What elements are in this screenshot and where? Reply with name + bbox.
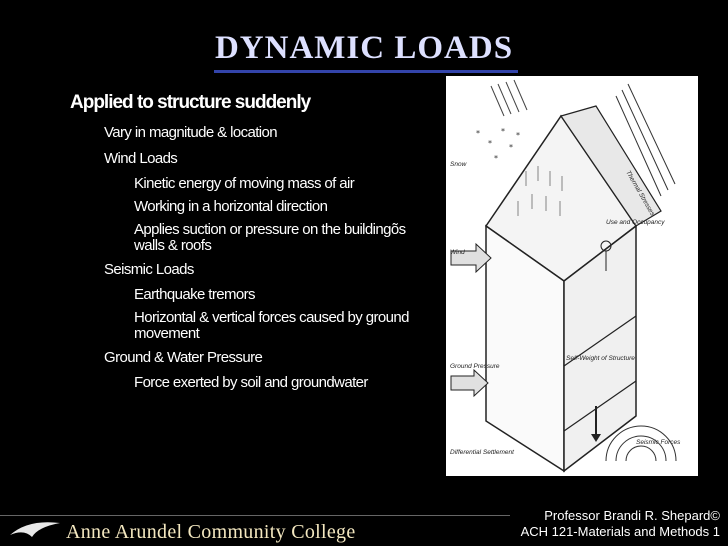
slide-title: DYNAMIC LOADS <box>214 30 514 66</box>
bullet-item: Vary in magnitude & location <box>104 124 278 141</box>
bullet-item: Seismic Loads <box>104 261 194 278</box>
footer-rule <box>0 515 510 516</box>
label-self-weight: Self-Weight of Structure <box>566 355 635 362</box>
footer-credit: Professor Brandi R. Shepard© ACH 121-Mat… <box>521 508 720 540</box>
bullet-item: Wind Loads <box>104 150 178 167</box>
svg-text:*: * <box>509 143 513 152</box>
bullet-item: Applied to structure suddenly <box>70 92 311 113</box>
svg-text:*: * <box>476 129 480 138</box>
bullet-item: Earthquake tremors <box>134 286 256 303</box>
svg-text:*: * <box>516 131 520 140</box>
college-logo-bird-icon <box>10 522 60 537</box>
professor-name: Professor Brandi R. Shepard© <box>544 508 720 523</box>
label-use-occupancy: Use and Occupancy <box>606 219 665 226</box>
title-underline <box>214 70 518 73</box>
house-diagram: *** *** Snow <box>450 79 681 473</box>
label-settlement: Differential Settlement <box>450 449 515 456</box>
bullet-item: Working in a horizontal direction <box>134 198 328 215</box>
label-ground-pressure: Ground Pressure <box>450 363 500 370</box>
label-wind: Wind <box>450 249 465 256</box>
svg-text:*: * <box>501 127 505 136</box>
label-seismic: Seismic Forces <box>636 439 681 446</box>
bullet-item: Force exerted by soil and groundwater <box>134 374 368 391</box>
bullet-item: Ground & Water Pressure <box>104 349 263 366</box>
building-loads-illustration: *** *** Snow <box>446 76 698 476</box>
bullet-item: Horizontal & vertical forces caused by g… <box>134 309 409 342</box>
college-name: Anne Arundel Community College <box>66 521 356 543</box>
bullet-list: Applied to structure suddenly Vary in ma… <box>70 92 430 398</box>
bullet-item: Applies suction or pressure on the build… <box>134 221 406 254</box>
course-name: ACH 121-Materials and Methods 1 <box>520 524 720 539</box>
label-snow: Snow <box>450 161 468 168</box>
svg-text:*: * <box>494 154 498 163</box>
bullet-item: Kinetic energy of moving mass of air <box>134 175 355 192</box>
svg-text:*: * <box>488 139 492 148</box>
